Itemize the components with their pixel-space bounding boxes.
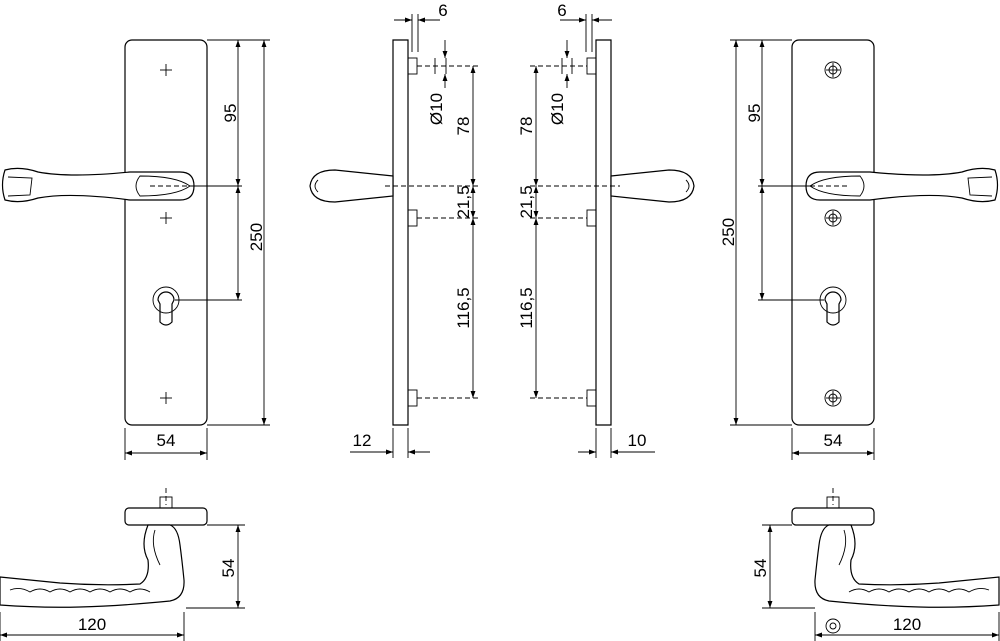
dim-height-left: 250 [247, 223, 266, 251]
lever-handle-left [1, 167, 195, 203]
front-view-left [1, 39, 208, 426]
top-view-left [0, 488, 208, 608]
screw-detail-bottom-right [825, 618, 841, 634]
screw-mid-right [824, 209, 842, 227]
side-view-right [530, 39, 695, 426]
dims-front-right: 250 95 54 [719, 39, 875, 460]
screw-mark-top-left [160, 64, 172, 76]
backplate-left [124, 39, 208, 426]
front-view-right [770, 39, 999, 426]
lever-profile-right [814, 524, 1000, 608]
top-view-right [791, 488, 1000, 634]
lever-handle-right [805, 167, 999, 203]
dim-78-left: 78 [454, 117, 473, 136]
dim-thickness-right: 10 [628, 431, 647, 450]
dim-top-offset-right: 6 [557, 1, 566, 20]
dim-projection-left: 54 [219, 559, 238, 578]
screw-mark-mid-left [160, 212, 172, 224]
side-plate-left [392, 39, 409, 426]
keyhole-right [824, 291, 842, 326]
dim-width-left: 54 [157, 431, 176, 450]
dim-116-5-left: 116,5 [454, 287, 473, 328]
rosette-left [124, 507, 208, 526]
screw-mark-bottom-left [160, 392, 172, 404]
keyhole-left [157, 291, 175, 326]
backplate-right [791, 39, 875, 426]
dim-spindle-keyhole-right: 95 [745, 104, 764, 123]
dim-116-5-right: 116,5 [517, 287, 536, 328]
screw-top-right [824, 61, 842, 79]
side-lever-right [610, 169, 695, 203]
dim-top-offset-left: 6 [438, 1, 447, 20]
lever-profile-left [0, 524, 185, 608]
dim-screw-diameter-right: Ø10 [548, 93, 567, 125]
dims-front-left: 250 95 54 [124, 39, 270, 460]
dims-top-right: 54 120 [751, 524, 1000, 641]
dim-width-right: 54 [824, 431, 843, 450]
dims-side-right: 6 Ø10 78 21,5 116,5 10 [517, 1, 655, 458]
screw-bottom-right [824, 389, 842, 407]
dim-21-5-left: 21,5 [454, 185, 473, 218]
dim-78-right: 78 [517, 117, 536, 136]
dims-side-left: 6 Ø10 78 21,5 116,5 12 [350, 1, 476, 458]
dim-length-right: 120 [893, 615, 921, 634]
dim-spindle-keyhole-left: 95 [221, 104, 240, 123]
dim-21-5-right: 21,5 [517, 185, 536, 218]
side-plate-right [595, 39, 612, 426]
dim-thickness-left: 12 [353, 431, 372, 450]
dim-height-right: 250 [719, 218, 738, 246]
dim-projection-right: 54 [751, 559, 770, 578]
side-lever-left [309, 169, 394, 203]
dim-screw-diameter-left: Ø10 [427, 93, 446, 125]
rosette-right [791, 507, 875, 526]
dim-length-left: 120 [78, 615, 106, 634]
side-view-left [309, 39, 480, 426]
dims-top-left: 54 120 [0, 524, 245, 641]
